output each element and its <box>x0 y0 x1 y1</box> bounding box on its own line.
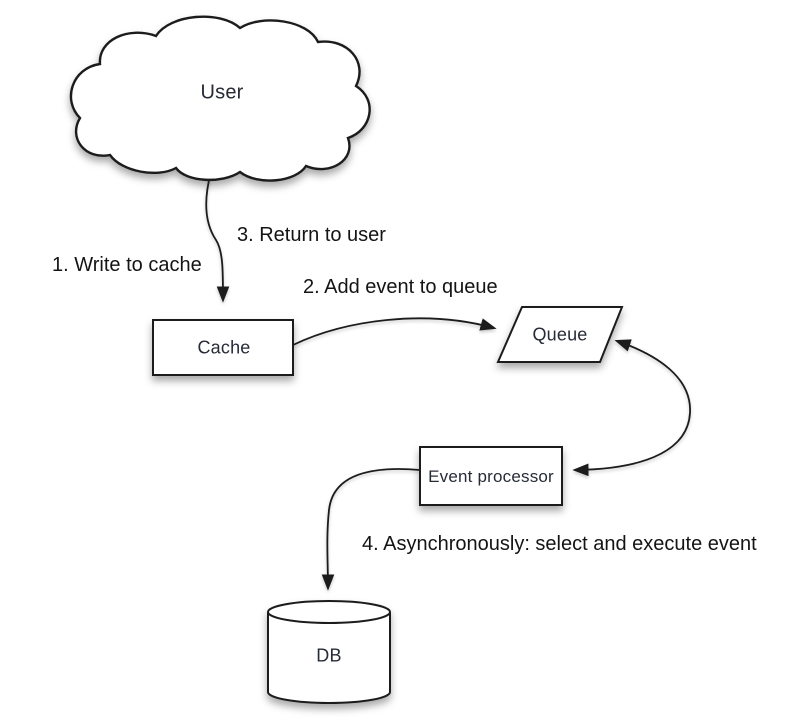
annotation-step3: 3. Return to user <box>237 224 386 246</box>
queue-label: Queue <box>532 324 588 345</box>
annotation-step1: 1. Write to cache <box>52 254 202 276</box>
edge-queue-event-processor-bidirectional <box>572 339 691 477</box>
queue-parallelogram <box>496 306 624 363</box>
edge-user-to-cache <box>205 171 230 303</box>
edge-cache-to-queue <box>292 317 497 346</box>
user-label: User <box>200 81 244 104</box>
annotation-step4: 4. Asynchronously: select and execute ev… <box>362 533 757 555</box>
db-cylinder-body <box>267 612 391 704</box>
annotation-step2: 2. Add event to queue <box>303 276 498 298</box>
cache-box <box>152 319 294 376</box>
event-processor-box <box>419 446 563 506</box>
cache-label: Cache <box>197 337 251 358</box>
event-processor-label: Event processor <box>428 467 554 486</box>
user-cloud-shape <box>69 15 371 182</box>
db-cylinder-top <box>267 600 391 624</box>
edge-event-processor-to-db <box>321 468 421 591</box>
db-cylinder <box>267 600 391 704</box>
db-label: DB <box>316 645 342 666</box>
